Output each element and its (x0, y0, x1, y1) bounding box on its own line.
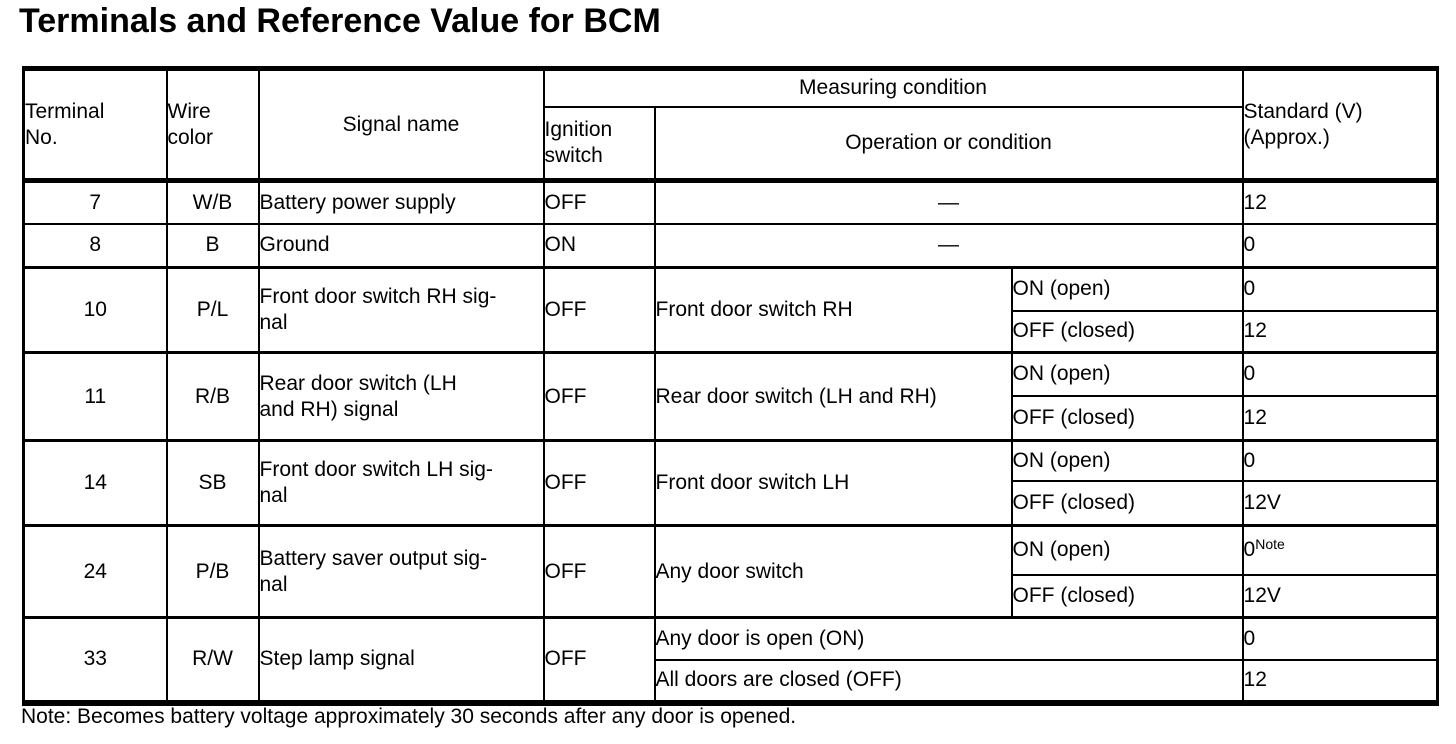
ignition-switch-cell: OFF (542, 439, 656, 527)
condition-cell: ON (open) (1010, 351, 1244, 397)
standard-value-cell: 12 (1241, 658, 1439, 704)
table-row-terminal-24-sub: OFF (closed) 12V (24, 573, 1439, 619)
signal-name-cell: Rear door switch (LH and RH) signal (257, 351, 545, 442)
standard-value-cell: 0 (1241, 222, 1439, 269)
wire-color-cell: P/L (165, 266, 260, 354)
ignition-switch-cell: OFF (542, 616, 656, 704)
standard-value-cell: 12V (1241, 479, 1439, 527)
col-header-signal-name: Signal name (257, 67, 545, 182)
col-header-operation-or-condition: Operation or condition (653, 105, 1244, 183)
note-superscript: Note (1255, 536, 1285, 553)
wire-color-cell: P/B (165, 524, 260, 619)
condition-cell: ON (open) (1010, 266, 1244, 312)
wire-color-cell: SB (165, 439, 260, 527)
header-row-2: Ignition switch Operation or condition (24, 105, 1438, 183)
terminal-no-cell: 24 (22, 524, 168, 619)
terminal-no-cell: 11 (22, 351, 168, 442)
table-row-terminal-11: 11 R/B Rear door switch (LH and RH) sign… (22, 351, 1439, 442)
standard-value-cell: 0 (1241, 616, 1439, 661)
signal-name-cell: Front door switch LH sig- nal (257, 439, 545, 527)
operation-cell: — (653, 222, 1244, 269)
wire-color-cell: W/B (165, 178, 260, 225)
terminals-reference-table: Terminal No. Wire color Signal name Meas… (22, 66, 1440, 706)
condition-cell: OFF (closed) (1010, 479, 1244, 527)
operation-cell: Front door switch RH (653, 266, 1013, 354)
wire-color-cell: R/W (165, 616, 260, 704)
page-title: Terminals and Reference Value for BCM (19, 2, 661, 40)
table-row-terminal-33-sub: All doors are closed (OFF) 12 (24, 658, 1439, 704)
standard-value-cell: 12V (1241, 573, 1439, 619)
operation-cell: Any door is open (ON) (653, 616, 1244, 661)
standard-value-cell: 12 (1241, 309, 1439, 354)
col-header-measuring-condition: Measuring condition (542, 67, 1244, 108)
table-row-terminal-14: 14 SB Front door switch LH sig- nal OFF … (22, 439, 1439, 527)
standard-value-cell: 0Note (1241, 524, 1439, 576)
operation-cell: Rear door switch (LH and RH) (653, 351, 1013, 442)
condition-cell: OFF (closed) (1010, 394, 1244, 442)
col-header-standard-v: Standard (V) (Approx.) (1241, 67, 1439, 182)
table-row-terminal-8: 8 B Ground ON — 0 (22, 222, 1439, 269)
wire-color-cell: B (165, 222, 260, 269)
standard-value: 0 (1243, 538, 1256, 562)
operation-cell: All doors are closed (OFF) (653, 658, 1244, 704)
col-header-terminal-no: Terminal No. (22, 67, 168, 182)
ignition-switch-cell: OFF (542, 266, 656, 354)
col-header-ignition-switch: Ignition switch (542, 105, 656, 183)
standard-value-cell: 0 (1241, 439, 1439, 482)
terminal-no-cell: 10 (22, 266, 168, 354)
operation-cell: — (653, 178, 1244, 225)
standard-value-cell: 0 (1241, 351, 1439, 397)
header-row-1: Terminal No. Wire color Signal name Meas… (22, 67, 1439, 182)
ignition-switch-cell: OFF (542, 524, 656, 619)
operation-cell: Any door switch (653, 524, 1013, 619)
ignition-switch-cell: ON (542, 222, 656, 269)
standard-value-cell: 0 (1241, 266, 1439, 312)
signal-name-cell: Front door switch RH sig- nal (257, 266, 545, 354)
signal-name-cell: Ground (257, 222, 545, 269)
table-row-terminal-10-sub: OFF (closed) 12 (24, 309, 1439, 354)
signal-name-cell: Step lamp signal (257, 616, 545, 704)
terminal-no-cell: 33 (22, 616, 168, 704)
ignition-switch-cell: OFF (542, 351, 656, 442)
signal-name-cell: Battery power supply (257, 178, 545, 225)
condition-cell: OFF (closed) (1010, 309, 1244, 354)
condition-cell: OFF (closed) (1010, 573, 1244, 619)
col-header-wire-color: Wire color (165, 67, 260, 182)
standard-value-cell: 12 (1241, 178, 1439, 225)
terminal-no-cell: 14 (22, 439, 168, 527)
wire-color-cell: R/B (165, 351, 260, 442)
table-row-terminal-10: 10 P/L Front door switch RH sig- nal OFF… (22, 266, 1439, 354)
ignition-switch-cell: OFF (542, 178, 656, 225)
condition-cell: ON (open) (1010, 524, 1244, 576)
operation-cell: Front door switch LH (653, 439, 1013, 527)
footnote-text: Note: Becomes battery voltage approximat… (21, 705, 797, 728)
table-row-terminal-11-sub: OFF (closed) 12 (24, 394, 1439, 442)
terminal-no-cell: 7 (22, 178, 168, 225)
terminal-no-cell: 8 (22, 222, 168, 269)
table-row-terminal-24: 24 P/B Battery saver output sig- nal OFF… (22, 524, 1439, 619)
signal-name-cell: Battery saver output sig- nal (257, 524, 545, 619)
table-row-terminal-33: 33 R/W Step lamp signal OFF Any door is … (22, 616, 1439, 704)
standard-value-cell: 12 (1241, 394, 1439, 442)
table-row-terminal-14-sub: OFF (closed) 12V (24, 479, 1439, 527)
table-row-terminal-7: 7 W/B Battery power supply OFF — 12 (22, 178, 1439, 225)
condition-cell: ON (open) (1010, 439, 1244, 482)
